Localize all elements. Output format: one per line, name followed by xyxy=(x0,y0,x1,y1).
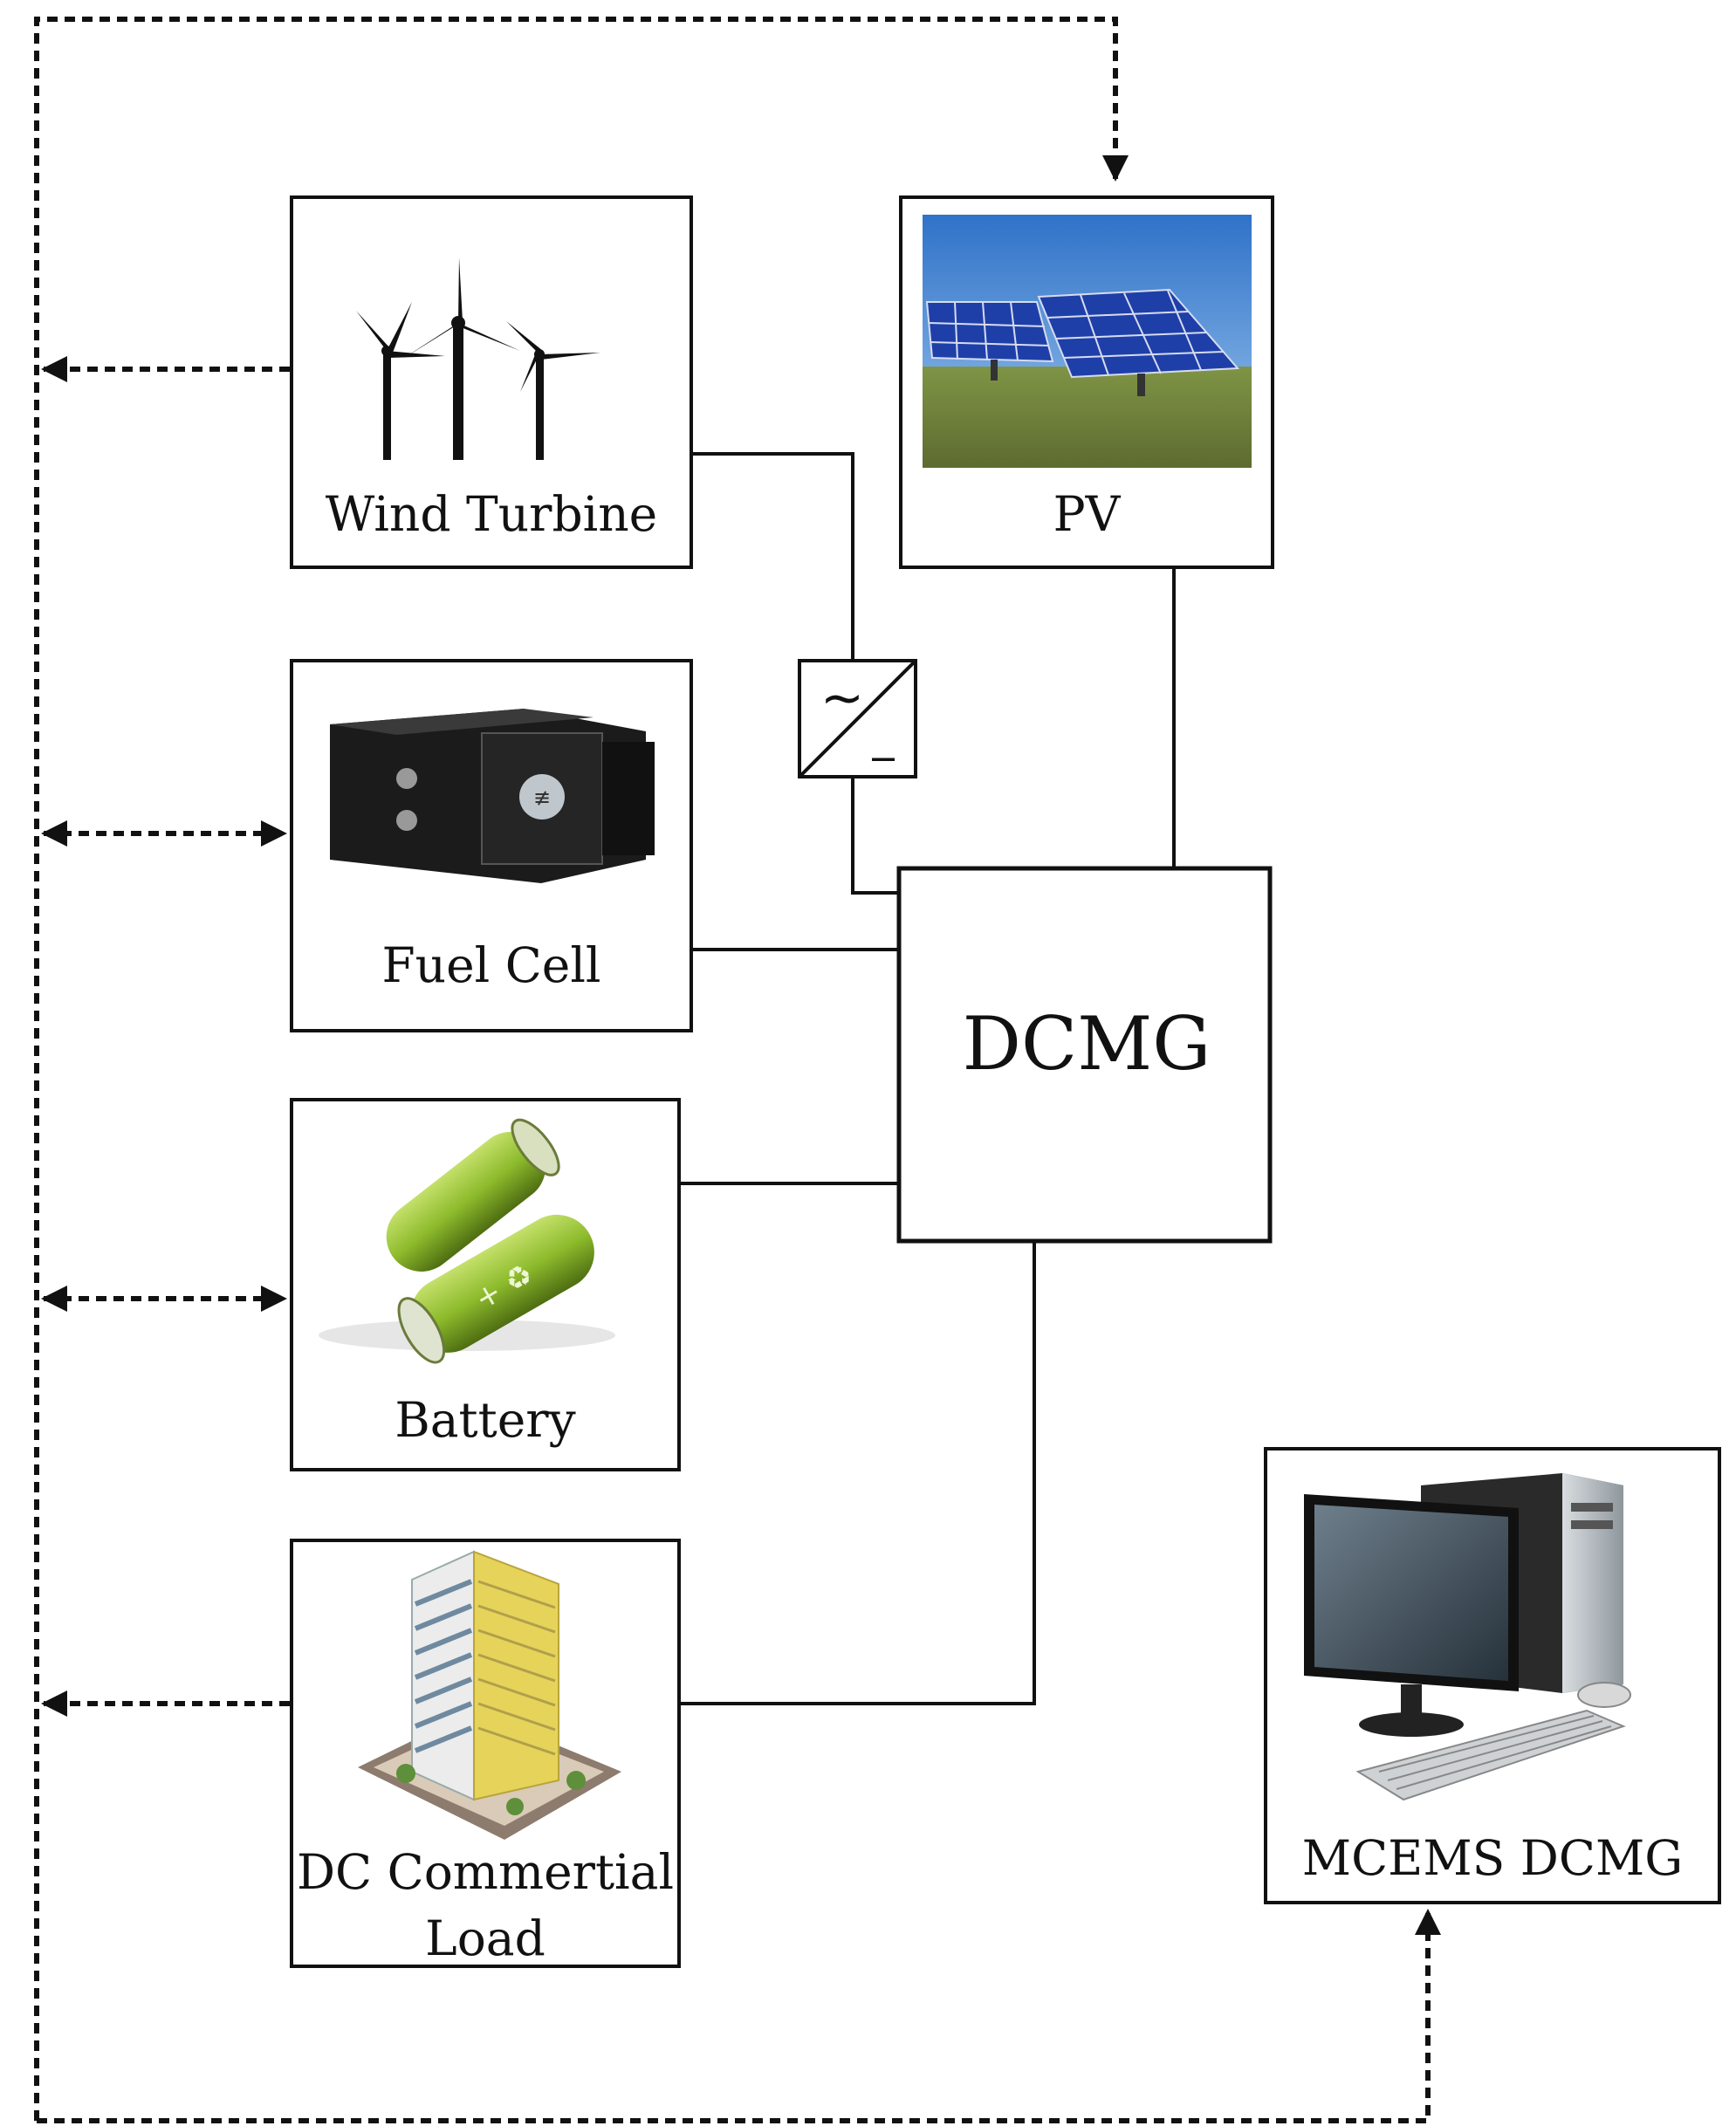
battery-label: Battery xyxy=(395,1392,575,1448)
pv-node: PV xyxy=(899,195,1274,569)
dc-load-label-line1: DC Commertial xyxy=(297,1844,674,1900)
control-line-top xyxy=(34,17,1129,2121)
mcems-label: MCEMS DCMG xyxy=(1302,1830,1683,1886)
fuel-cell-label: Fuel Cell xyxy=(381,937,600,993)
fuel-cell-icon: ≢ xyxy=(330,709,655,883)
battery-icon: + ♻ xyxy=(319,1118,615,1364)
mcems-node: MCEMS DCMG xyxy=(1264,1447,1721,1904)
wind-turbine-label: Wind Turbine xyxy=(326,486,657,542)
dc-load-label-line2: Load xyxy=(425,1910,546,1966)
building-icon xyxy=(358,1550,621,1840)
dcmg-node: DCMG xyxy=(896,866,1273,1244)
converter-ac-symbol: ~ xyxy=(820,668,864,729)
ac-dc-converter: ~ _ xyxy=(798,659,917,778)
power-line-load xyxy=(679,1241,1036,1705)
control-signal-lines xyxy=(34,17,1441,2123)
control-line-bottom xyxy=(37,1909,1441,2123)
converter-dc-symbol: _ xyxy=(872,710,895,761)
power-line-wind xyxy=(691,452,854,661)
battery-node: + ♻ Battery xyxy=(290,1098,681,1471)
solar-panel-icon xyxy=(923,215,1252,468)
wind-turbine-icon xyxy=(356,257,600,460)
pv-label: PV xyxy=(1053,486,1122,542)
wind-turbine-node: Wind Turbine xyxy=(290,195,693,569)
computer-icon xyxy=(1304,1473,1631,1801)
power-line-converter-dcmg xyxy=(851,777,899,895)
dcmg-label: DCMG xyxy=(963,1001,1211,1087)
svg-text:≢: ≢ xyxy=(533,785,551,810)
power-lines xyxy=(679,452,1176,1705)
dc-load-node: DC Commertial Load xyxy=(290,1539,681,1968)
fuel-cell-node: ≢ Fuel Cell xyxy=(290,659,693,1032)
